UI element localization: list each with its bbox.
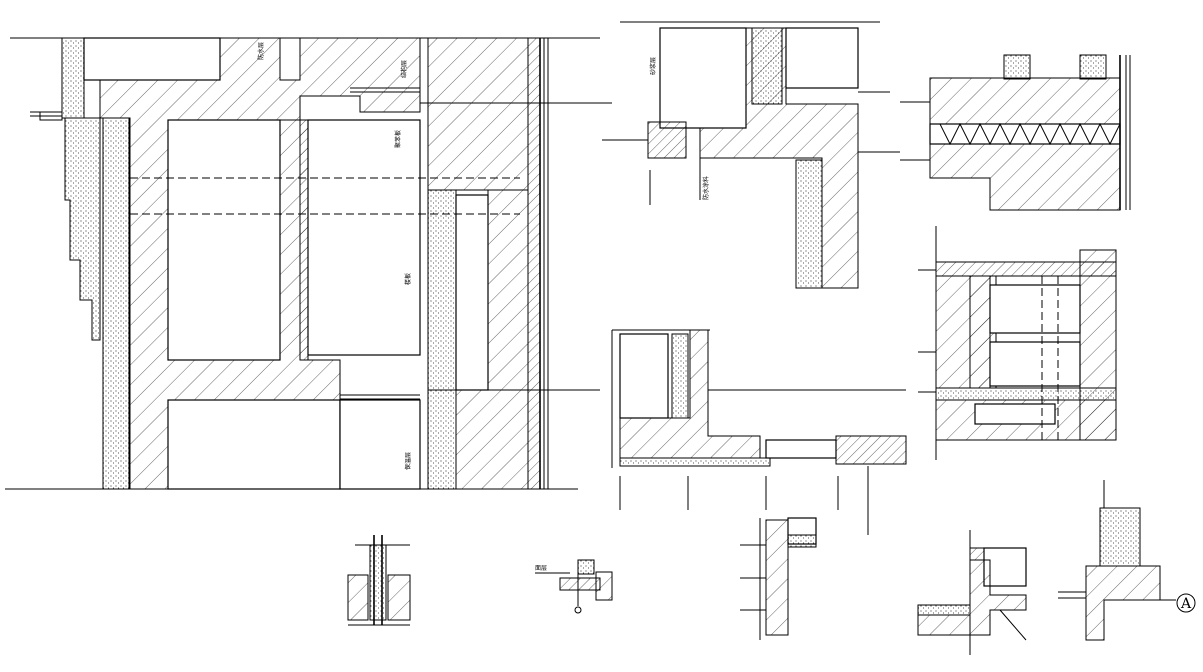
section-marker: [1176, 593, 1196, 613]
detail-top-right: [900, 54, 1131, 211]
detail-top-middle: 砂浆层 防水涂料: [602, 21, 900, 289]
label-g: 防水涂料: [702, 176, 710, 200]
insulation-core: [427, 189, 457, 490]
label-a: 防水层: [257, 42, 265, 60]
label-d: 楼板: [404, 273, 412, 285]
detail-middle-right: [918, 226, 1117, 460]
void-2: [307, 119, 421, 356]
detail-small-4: [917, 530, 1027, 655]
parapet: [1085, 565, 1161, 641]
void-1: [167, 119, 281, 361]
label-e: 保温层: [404, 452, 412, 470]
section-marker-label: A: [1180, 596, 1192, 612]
facade-moulding: [64, 117, 101, 341]
facade-insulation: [102, 117, 130, 490]
label-b: 结构层: [400, 60, 408, 78]
label-c: 聚苯板: [394, 130, 402, 148]
main-wall-section: 防水层 结构层 聚苯板 楼板 保温层: [5, 37, 612, 490]
label-f: 砂浆层: [649, 57, 657, 75]
concrete-column-top: [427, 37, 529, 191]
detail-small-3: [740, 517, 817, 640]
detail-small-5: A: [1058, 480, 1196, 641]
detail-center-lower: [611, 329, 907, 535]
detail-small-1: [347, 535, 411, 626]
detail-small-2: 面层: [535, 559, 613, 614]
label-h: 面层: [535, 565, 547, 572]
